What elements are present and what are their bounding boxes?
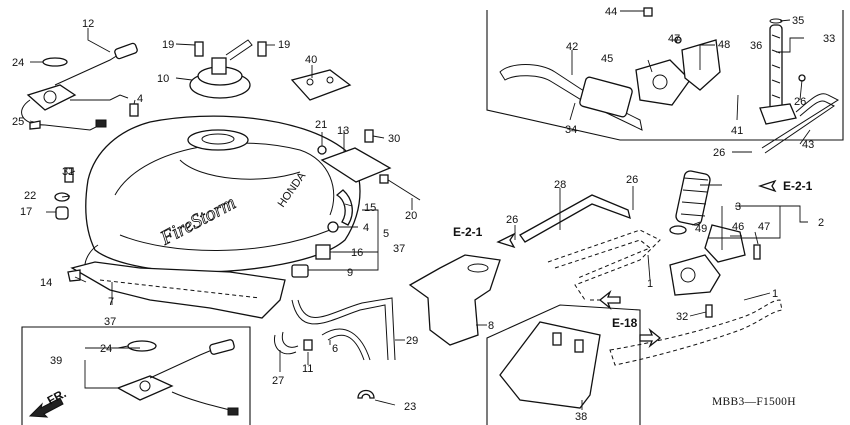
- callout-21: 21: [315, 119, 327, 131]
- diagram-code: MBB3—F1500H: [712, 396, 796, 408]
- callout-24-bottom: 24: [100, 343, 112, 355]
- callout-34: 34: [565, 124, 577, 136]
- ref-e-2-1-left: E-2-1: [453, 225, 483, 239]
- callout-4-mid: 4: [363, 222, 369, 234]
- callout-38: 38: [575, 411, 587, 423]
- callout-5: 5: [383, 228, 389, 240]
- callout-27: 27: [272, 375, 284, 387]
- callout-11: 11: [302, 363, 313, 375]
- callout-35: 35: [792, 15, 804, 27]
- callout-16: 16: [351, 247, 363, 259]
- callout-39: 39: [50, 355, 62, 367]
- fuel-valve-assembly: [499, 7, 840, 154]
- callout-47-mid: 47: [758, 221, 770, 233]
- callout-14: 14: [40, 277, 52, 289]
- bottom-left-inset-frame: [21, 326, 251, 425]
- callout-4-top: 4: [137, 93, 143, 105]
- leader-lines: [29, 10, 811, 410]
- callout-2: 2: [818, 217, 824, 229]
- top-right-inset-frame: [486, 10, 844, 141]
- callout-13: 13: [337, 125, 349, 137]
- ref-e-2-1-top: E-2-1: [783, 179, 813, 193]
- tank-rear-cover: [408, 254, 501, 346]
- callout-42: 42: [566, 41, 578, 53]
- charcoal-canister-tray: [499, 321, 601, 409]
- callout-36: 36: [750, 40, 762, 52]
- callout-47-top: 47: [668, 33, 680, 45]
- callout-44: 44: [605, 6, 617, 18]
- callout-19-left: 19: [162, 39, 174, 51]
- callout-49: 49: [695, 223, 707, 235]
- tank-insulator-sheet: [70, 261, 286, 319]
- callout-30: 30: [388, 133, 400, 145]
- callout-9: 9: [347, 267, 353, 279]
- reference-arrows: [496, 179, 777, 349]
- ref-e-18: E-18: [612, 316, 638, 330]
- callout-25: 25: [12, 116, 24, 128]
- callout-1-right: 1: [772, 288, 778, 300]
- callout-labels: 12 24 25 4 19 19 10 40 21 13 30 31 22 17…: [12, 6, 835, 423]
- fuel-filler-cap: [189, 39, 267, 99]
- callout-26-inset: 26: [713, 147, 725, 159]
- callout-37-right: 37: [393, 243, 405, 255]
- callout-6: 6: [332, 343, 338, 355]
- fuel-tank: FireStorm HONDA: [84, 115, 361, 273]
- callout-7: 7: [108, 296, 114, 308]
- left-fasteners: [29, 103, 139, 282]
- callout-20: 20: [405, 210, 417, 222]
- callout-48: 48: [718, 39, 730, 51]
- callout-8: 8: [488, 320, 494, 332]
- callout-26-top: 26: [794, 96, 806, 108]
- callout-15: 15: [364, 202, 376, 214]
- fuel-pump-assembly: [669, 170, 761, 318]
- callout-33: 33: [823, 33, 835, 45]
- callout-17: 17: [20, 206, 32, 218]
- bracket-40: [290, 69, 352, 101]
- callout-1-mid: 1: [647, 278, 653, 290]
- front-direction-arrow: [28, 397, 64, 418]
- bottom-right-inset-frame: [486, 304, 641, 425]
- callout-32: 32: [676, 311, 688, 323]
- callout-41: 41: [731, 125, 743, 137]
- inset-frames: [21, 10, 844, 425]
- callout-43: 43: [802, 139, 814, 151]
- callout-29: 29: [406, 335, 418, 347]
- callout-26-left: 26: [506, 214, 518, 226]
- center-hoses: [273, 189, 396, 399]
- callout-3: 3: [735, 201, 741, 213]
- callout-31: 31: [62, 166, 74, 178]
- callout-26-mid: 26: [626, 174, 638, 186]
- callout-23: 23: [404, 401, 416, 413]
- callout-40: 40: [305, 54, 317, 66]
- inset-fuel-level-sender: [116, 339, 239, 416]
- callout-19-right: 19: [278, 39, 290, 51]
- callout-45: 45: [601, 53, 613, 65]
- callout-10: 10: [157, 73, 169, 85]
- callout-46: 46: [732, 221, 744, 233]
- callout-24-top: 24: [12, 57, 24, 69]
- callout-12: 12: [82, 18, 94, 30]
- fuel-level-sender: [21, 42, 138, 131]
- callout-28: 28: [554, 179, 566, 191]
- callout-37-left: 37: [104, 316, 116, 328]
- callout-22: 22: [24, 190, 36, 202]
